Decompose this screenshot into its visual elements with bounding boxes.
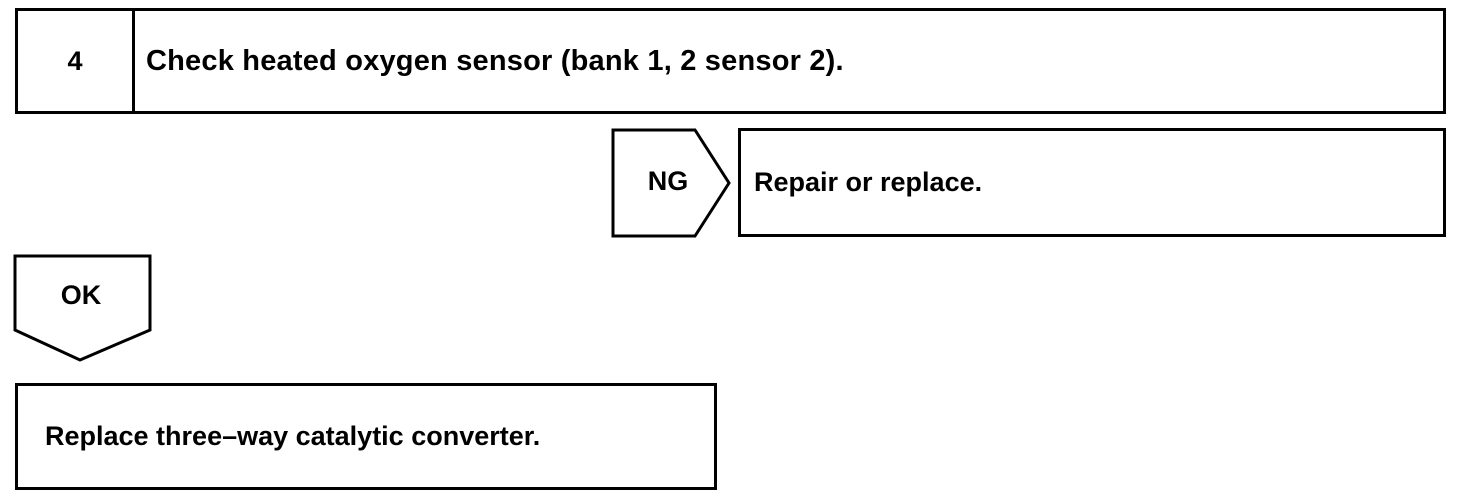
step-number: 4: [18, 11, 135, 111]
ng-action-text: Repair or replace.: [754, 167, 983, 197]
step-box: 4 Check heated oxygen sensor (bank 1, 2 …: [15, 8, 1446, 114]
ng-result-box: Repair or replace.: [738, 128, 1446, 237]
final-action-box: Replace three–way catalytic converter.: [15, 383, 717, 490]
ok-label: OK: [60, 280, 102, 310]
ng-label: NG: [647, 166, 689, 196]
step-title: Check heated oxygen sensor (bank 1, 2 se…: [146, 44, 844, 77]
final-action-text: Replace three–way catalytic converter.: [45, 421, 541, 451]
